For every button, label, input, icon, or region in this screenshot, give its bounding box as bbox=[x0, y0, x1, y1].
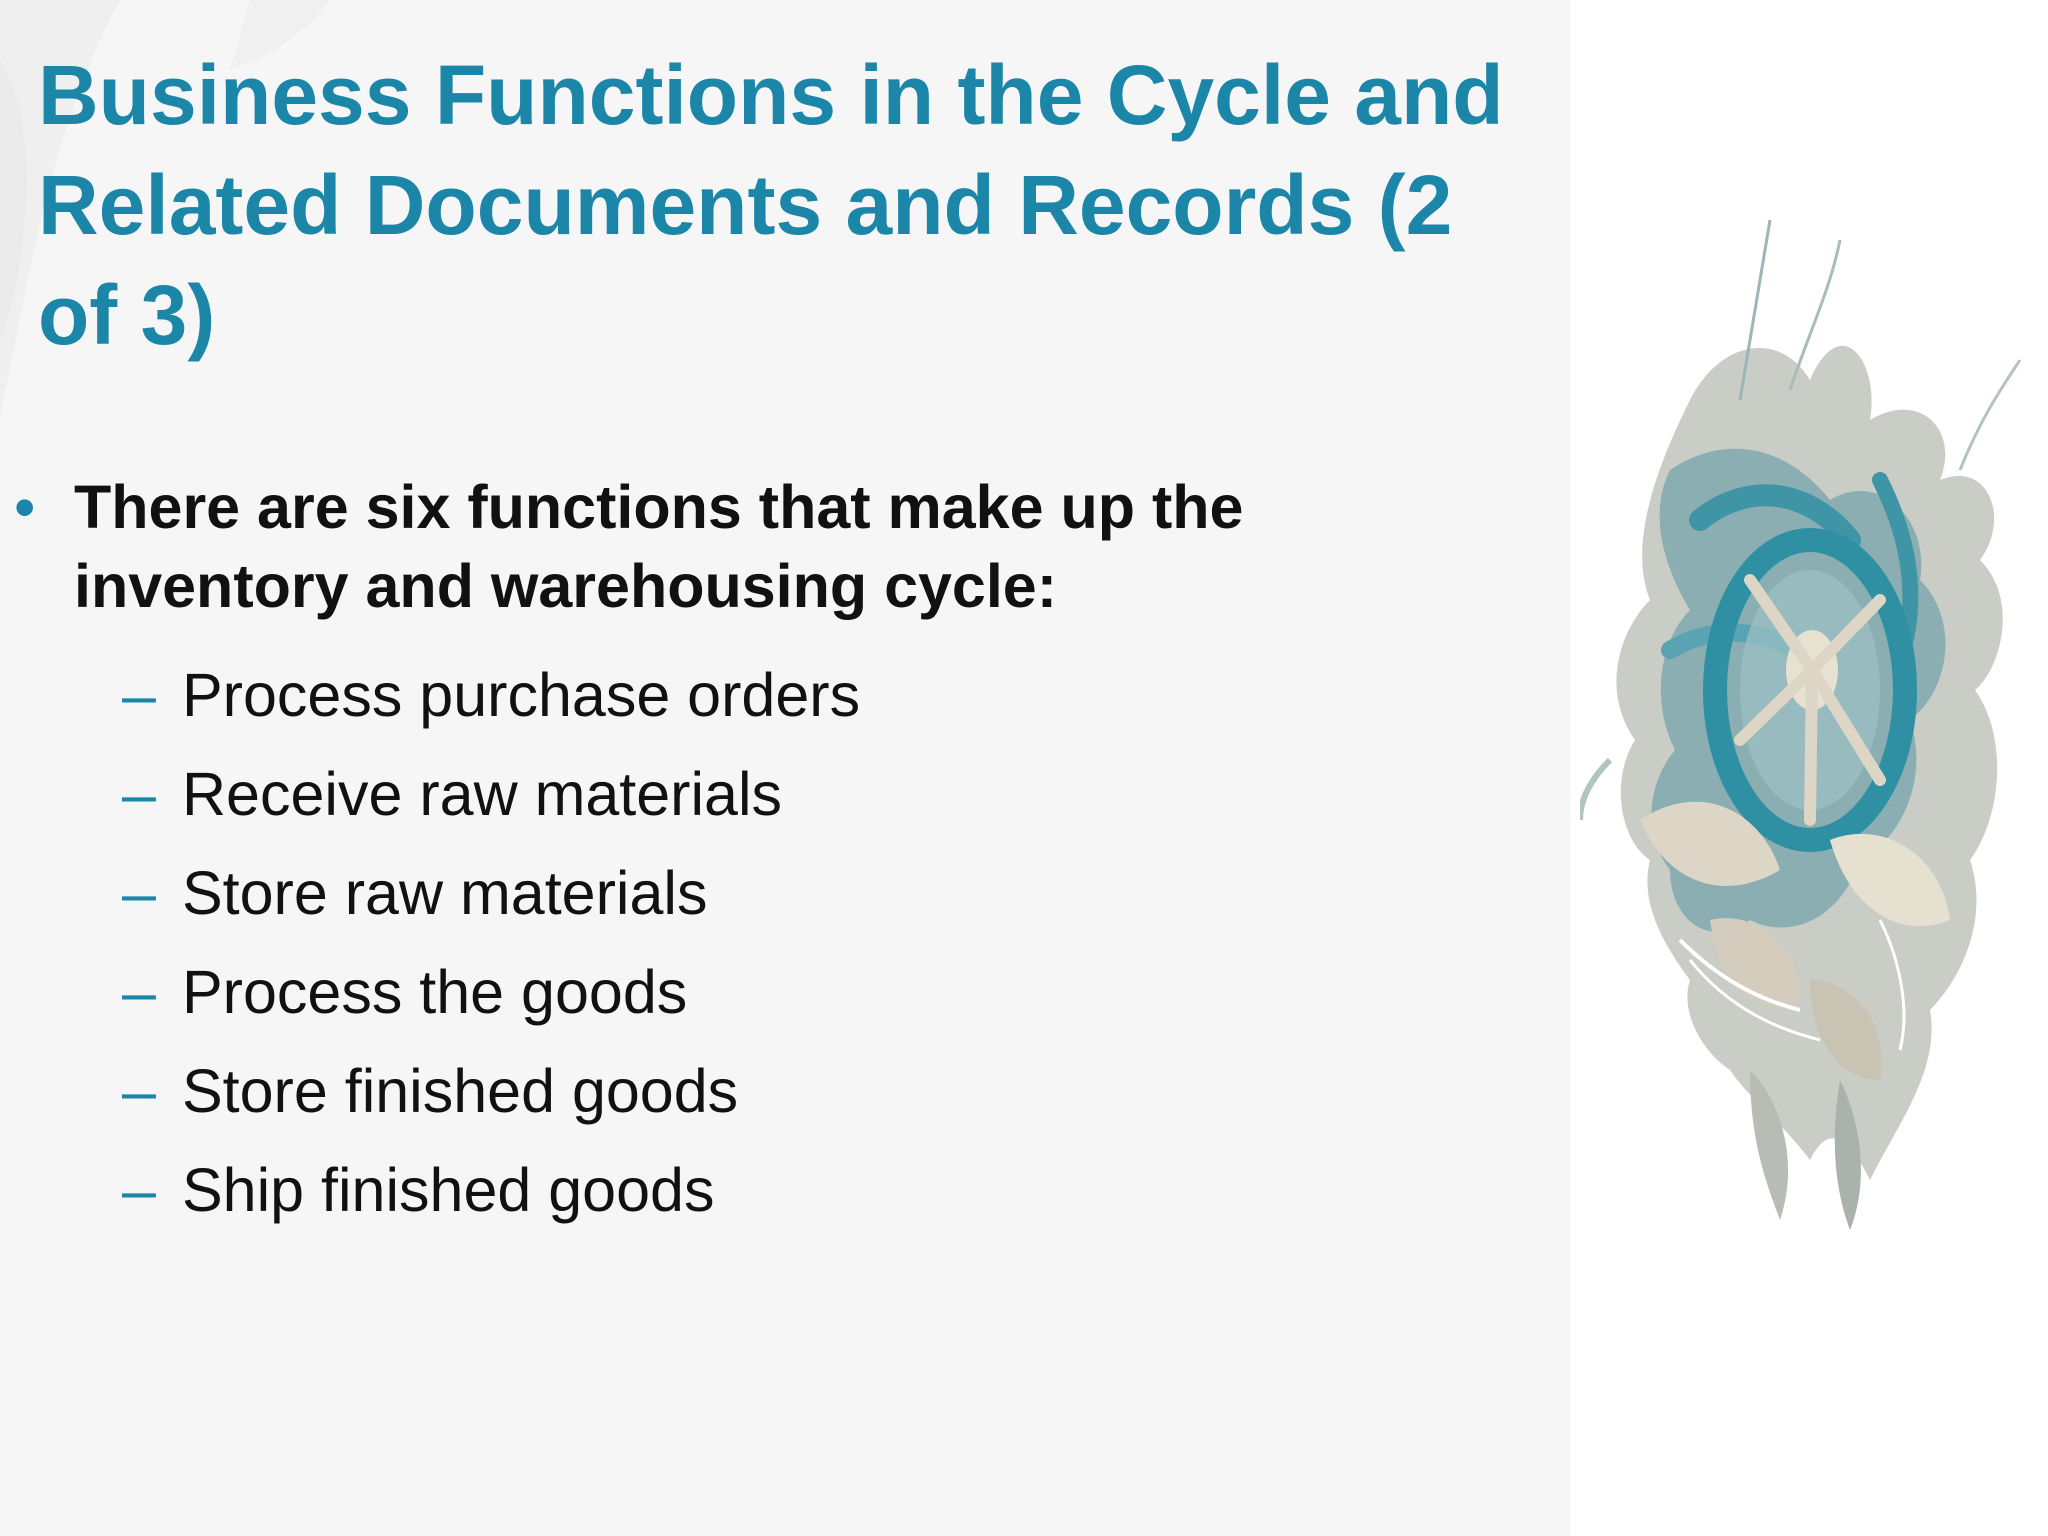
main-bullet: • There are six functions that make up t… bbox=[0, 468, 1454, 626]
list-item-text: Process the goods bbox=[182, 958, 688, 1026]
slide-title: Business Functions in the Cycle and Rela… bbox=[38, 48, 1504, 362]
list-item-text: Store finished goods bbox=[182, 1057, 739, 1125]
list-item: –Process the goods bbox=[0, 943, 1500, 1042]
content-panel: Business Functions in the Cycle and Rela… bbox=[0, 0, 1570, 1536]
dash-marker: – bbox=[122, 1156, 156, 1224]
list-item-text: Process purchase orders bbox=[182, 661, 861, 729]
sub-list-container: –Process purchase orders –Receive raw ma… bbox=[0, 646, 1500, 1240]
list-item: –Process purchase orders bbox=[0, 646, 1500, 745]
list-item-text: Receive raw materials bbox=[182, 760, 783, 828]
sub-list: –Process purchase orders –Receive raw ma… bbox=[0, 646, 1500, 1240]
dash-marker: – bbox=[122, 1057, 156, 1125]
dash-marker: – bbox=[122, 958, 156, 1026]
list-item-text: Store raw materials bbox=[182, 859, 708, 927]
list-item: –Store raw materials bbox=[0, 844, 1500, 943]
dash-marker: – bbox=[122, 661, 156, 729]
body-list: • There are six functions that make up t… bbox=[0, 468, 1500, 1240]
list-item: –Store finished goods bbox=[0, 1042, 1500, 1141]
main-bullet-text: There are six functions that make up the… bbox=[74, 473, 1244, 620]
panel-texture bbox=[0, 0, 1570, 1536]
abstract-painted-wheel-image bbox=[1580, 220, 2022, 1230]
list-item: –Ship finished goods bbox=[0, 1141, 1500, 1240]
list-item: –Receive raw materials bbox=[0, 745, 1500, 844]
list-item-text: Ship finished goods bbox=[182, 1156, 715, 1224]
dash-marker: – bbox=[122, 859, 156, 927]
dash-marker: – bbox=[122, 760, 156, 828]
bullet-marker: • bbox=[14, 473, 36, 541]
